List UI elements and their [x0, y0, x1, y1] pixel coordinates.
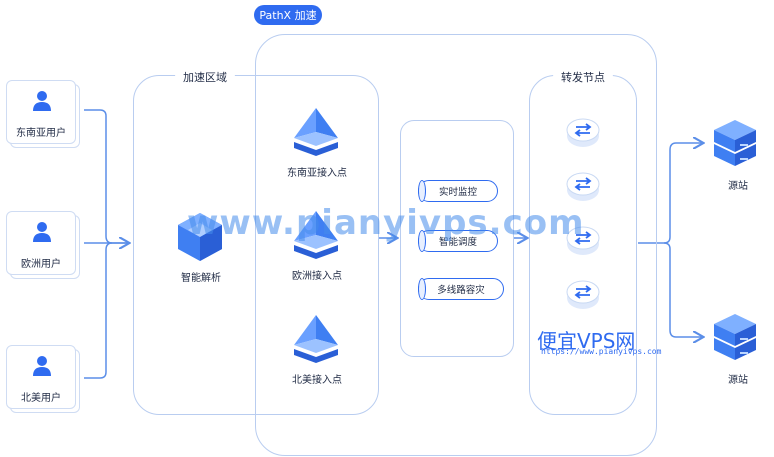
access-point-label: 欧洲接入点 — [288, 266, 346, 283]
pyramid-server-icon — [294, 211, 338, 259]
user-card-sea: 东南亚用户 — [6, 80, 76, 144]
line-nodes-origin2 — [663, 242, 702, 337]
user-card-eu: 欧洲用户 — [6, 211, 76, 275]
user-icon — [33, 356, 51, 376]
pyramid-server-icon — [294, 108, 338, 156]
router-node-icon — [566, 280, 600, 309]
feature-scheduling: 智能调度 — [418, 230, 498, 252]
line-sea-user — [84, 109, 128, 244]
accel-zone — [133, 75, 379, 415]
pathx-tag: PathX 加速 — [254, 5, 322, 25]
pathx-region — [255, 34, 657, 456]
user-icon — [33, 222, 51, 242]
user-label: 东南亚用户 — [16, 128, 66, 139]
user-label: 北美用户 — [21, 393, 61, 404]
server-stack-icon — [714, 314, 756, 360]
user-label: 欧洲用户 — [21, 259, 61, 270]
forward-nodes-title: 转发节点 — [553, 67, 613, 87]
user-card-na: 北美用户 — [6, 345, 76, 409]
feature-monitoring: 实时监控 — [418, 180, 498, 202]
user-icon — [33, 91, 51, 111]
smart-dns-cube-icon — [178, 213, 222, 261]
brand-logo: 便宜VPS网 — [537, 329, 636, 353]
origin-label: 源站 — [724, 176, 752, 193]
origin-label: 源站 — [724, 370, 752, 387]
access-point-label: 北美接入点 — [288, 370, 346, 387]
feature-failover: 多线路容灾 — [418, 278, 504, 300]
router-node-icon — [566, 118, 600, 147]
brand-url: https://www.pianyivps.com — [541, 347, 662, 356]
pyramid-server-icon — [294, 315, 338, 363]
access-point-label: 东南亚接入点 — [283, 163, 351, 180]
server-stack-icon — [714, 120, 756, 166]
smart-dns-label: 智能解析 — [177, 268, 225, 285]
features-box — [400, 120, 514, 357]
line-na-user — [84, 242, 113, 379]
accel-zone-title: 加速区域 — [175, 67, 235, 87]
watermark-text: www.pianyivps.com — [187, 203, 585, 243]
router-node-icon — [566, 226, 600, 255]
router-node-icon — [566, 172, 600, 201]
